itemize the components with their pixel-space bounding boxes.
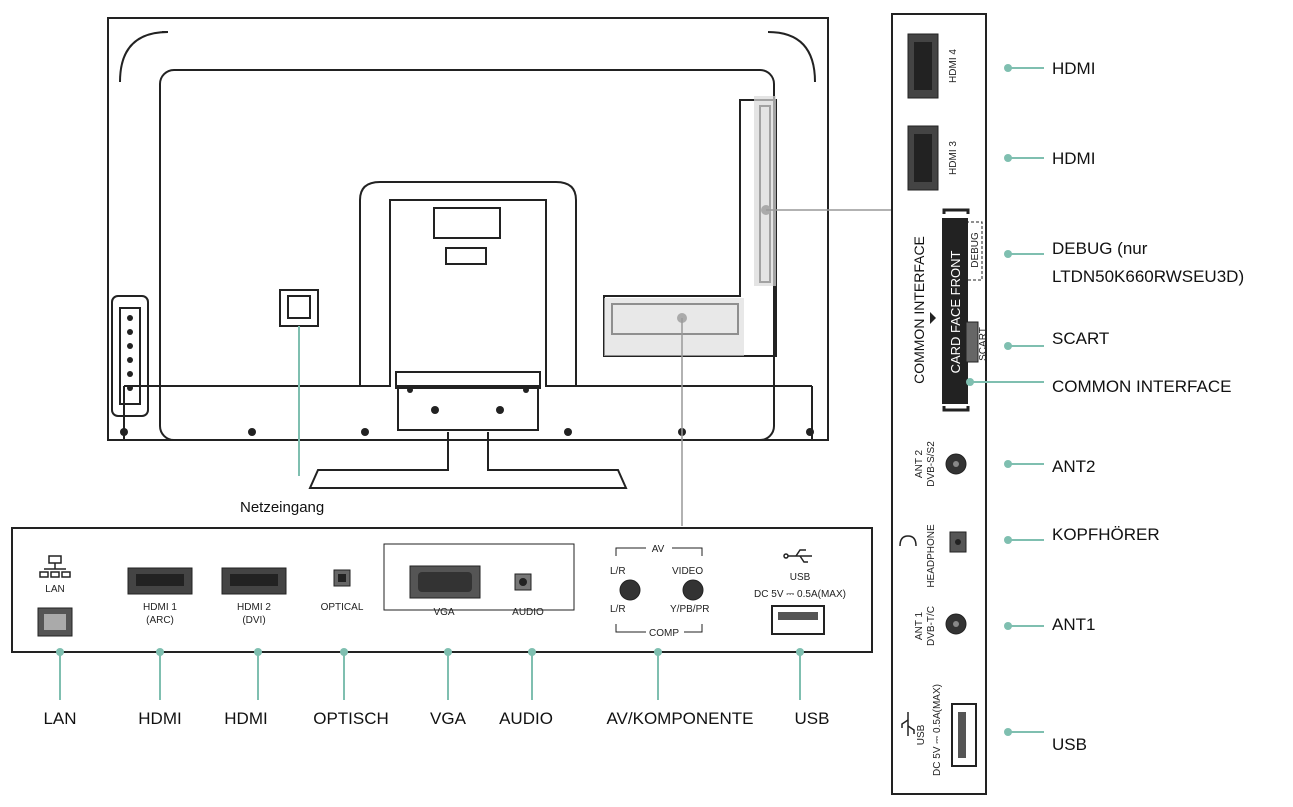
callout-hdmi3: HDMI [1052, 149, 1095, 168]
usb-power-label: DC 5V ⎓ 0.5A(MAX) [754, 589, 846, 600]
vesa-plate-bottom [445, 247, 487, 265]
side-button-2[interactable] [127, 329, 133, 335]
side-usb-icon [901, 712, 915, 736]
callout-debug-line2: LTDN50K660RWSEU3D) [1052, 267, 1244, 286]
stand-foot [308, 432, 628, 489]
usb-icon [783, 549, 812, 563]
lan-icon [39, 555, 71, 578]
hdmi2-sub-label: (DVI) [242, 615, 265, 626]
side-button-3[interactable] [127, 343, 133, 349]
card-arrow-icon [930, 312, 936, 324]
vga-small-label: VGA [433, 607, 454, 618]
vesa-plate-top [433, 207, 501, 239]
av-video-jack[interactable] [682, 579, 704, 601]
optical-small-label: OPTICAL [321, 602, 364, 613]
side-buttons [127, 315, 133, 391]
callout-audio: AUDIO [499, 709, 553, 728]
callout-ant2: ANT2 [1052, 457, 1095, 476]
debug-port[interactable] [965, 221, 983, 281]
ant2-small-label: ANT 2 [914, 449, 925, 478]
side-button-1[interactable] [127, 315, 133, 321]
callout-common-interface: COMMON INTERFACE [1052, 377, 1231, 396]
bottom-panel [11, 527, 873, 653]
side-button-4[interactable] [127, 357, 133, 363]
comp-small-label: COMP [649, 628, 679, 639]
ant2-sub-label: DVB-S/S2 [926, 441, 937, 487]
lan-port[interactable] [37, 607, 73, 637]
lr-small-label: L/R [610, 566, 626, 577]
bottom-callout-lines [59, 652, 801, 700]
side-button-6[interactable] [127, 385, 133, 391]
callout-hdmi2: HDMI [224, 709, 267, 728]
stand-block [397, 385, 539, 431]
tv-outer-frame [107, 17, 829, 441]
callout-usb: USB [795, 709, 830, 728]
power-label: Netzeingang [240, 499, 324, 516]
side-panel [891, 13, 987, 795]
callout-ant1: ANT1 [1052, 615, 1095, 634]
tv-corner-right [767, 31, 816, 83]
callout-hdmi1: HDMI [138, 709, 181, 728]
scart-small-label: SCART [978, 327, 989, 361]
av-lr-jack[interactable] [619, 579, 641, 601]
scart-port[interactable] [965, 321, 979, 363]
callout-lan: LAN [43, 709, 76, 728]
callout-debug-line1: DEBUG (nur [1052, 239, 1148, 258]
stand-neck [359, 181, 577, 387]
tv-back-view [107, 17, 829, 489]
callout-side-usb: USB [1052, 735, 1087, 754]
usb-small-label: USB [790, 572, 811, 583]
vga-audio-group [383, 543, 575, 611]
card-face-front-label: CARD FACE FRONT [948, 251, 963, 374]
lr2-small-label: L/R [610, 604, 626, 615]
highlight-side-ports [754, 96, 776, 286]
tv-lower-frame [123, 386, 813, 440]
callout-av-component: AV/KOMPONENTE [606, 709, 753, 728]
callout-vga: VGA [430, 709, 467, 728]
side-usb-small-label: USB [916, 724, 927, 745]
video-small-label: VIDEO [672, 566, 703, 577]
hdmi3-small-label: HDMI 3 [948, 141, 959, 175]
callout-optical: OPTISCH [313, 709, 389, 728]
headphone-small-label: HEADPHONE [926, 524, 937, 588]
tv-corner-left [119, 31, 169, 83]
audio-small-label: AUDIO [512, 607, 544, 618]
side-callout-lines [970, 67, 1044, 733]
side-usb-power-label: DC 5V ⎓ 0.5A(MAX) [932, 684, 943, 776]
ant1-sub-label: DVB-T/C [926, 606, 937, 646]
callout-scart: SCART [1052, 329, 1109, 348]
hdmi1-small-label: HDMI 1 [143, 602, 177, 613]
hdmi2-small-label: HDMI 2 [237, 602, 271, 613]
common-interface-small-label: COMMON INTERFACE [911, 236, 927, 384]
ant1-small-label: ANT 1 [914, 611, 925, 640]
headphone-icon [899, 535, 917, 547]
ypbpr-small-label: Y/PB/PR [670, 604, 709, 615]
highlight-bottom-ports [604, 298, 744, 356]
callout-hdmi4: HDMI [1052, 59, 1095, 78]
hdmi4-small-label: HDMI 4 [948, 49, 959, 83]
callout-headphone: KOPFHÖRER [1052, 525, 1160, 544]
side-button-5[interactable] [127, 371, 133, 377]
lan-small-label: LAN [45, 584, 64, 595]
side-button-panel [111, 295, 149, 417]
common-interface-slot[interactable] [942, 218, 968, 404]
hdmi1-sub-label: (ARC) [146, 615, 174, 626]
debug-small-label: DEBUG [970, 232, 981, 268]
av-small-label: AV [652, 544, 665, 555]
